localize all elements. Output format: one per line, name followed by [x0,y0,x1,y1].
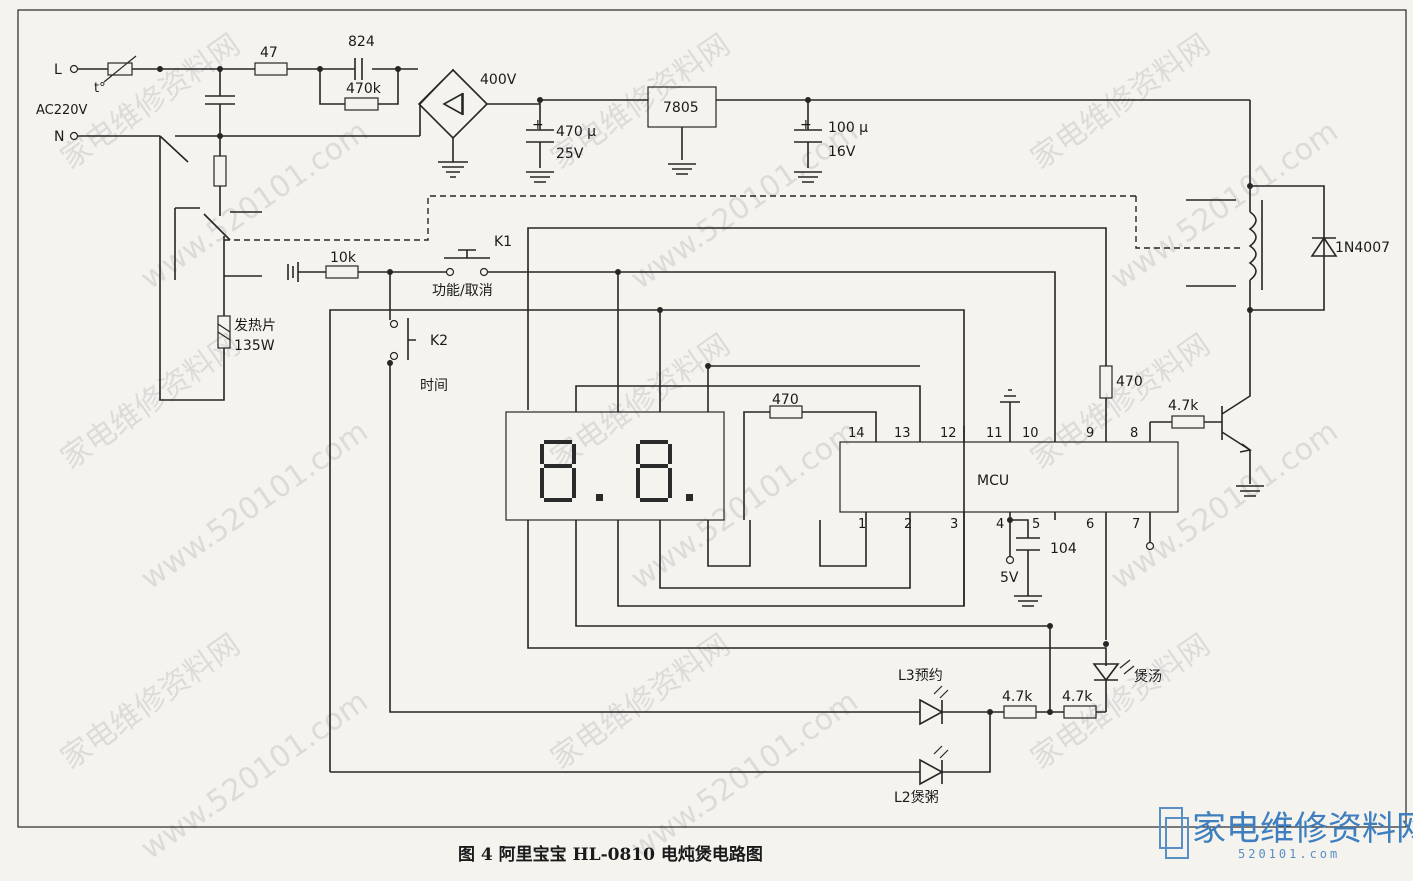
svg-text:www.520101.com: www.520101.com [1105,114,1345,297]
transistor [1221,385,1264,497]
svg-text:L3预约: L3预约 [898,668,943,684]
svg-text:家电维修资料网: 家电维修资料网 [1025,627,1217,776]
svg-text:47: 47 [260,45,278,61]
svg-text:发热片: 发热片 [234,318,276,334]
svg-text:家电维修资料网: 家电维修资料网 [1192,809,1413,849]
svg-text:www.520101.com: www.520101.com [135,414,375,597]
svg-text:www.520101.com: www.520101.com [135,684,375,867]
seven-segment-display [505,411,725,521]
svg-text:10k: 10k [330,250,357,266]
svg-text:4.7k: 4.7k [1062,689,1093,705]
resistor-4.7k-b [1063,705,1097,719]
svg-text:www.520101.com: www.520101.com [1105,414,1345,597]
svg-text:9: 9 [1086,426,1094,441]
svg-text:K2: K2 [430,333,448,349]
svg-text:10: 10 [1022,426,1039,441]
resistor-470-right [1099,365,1113,399]
svg-text:1: 1 [858,517,866,532]
svg-text:100 μ: 100 μ [828,120,868,136]
svg-text:12: 12 [940,426,957,441]
svg-text:16V: 16V [828,144,856,160]
svg-text:3: 3 [950,517,958,532]
mcu-chip: MCU 14 13 12 11 10 9 8 1 2 3 4 5 6 7 [839,402,1179,640]
svg-text:t°: t° [94,81,106,96]
svg-text:K1: K1 [494,234,512,250]
relay: 1N4007 [1186,100,1390,385]
svg-text:6: 6 [1086,517,1094,532]
svg-text:时间: 时间 [420,378,448,394]
svg-text:520101.com: 520101.com [1238,847,1340,861]
svg-text:5V: 5V [1000,570,1019,586]
svg-text:+: + [800,117,812,133]
svg-text:家电维修资料网: 家电维修资料网 [55,627,247,776]
svg-text:L2煲粥: L2煲粥 [894,789,939,806]
led-l3: L3预约 [898,668,990,726]
svg-text:4: 4 [996,517,1004,532]
svg-text:5: 5 [1032,517,1040,532]
resistor-470k [344,97,379,111]
svg-text:470 μ: 470 μ [556,124,596,140]
svg-text:L: L [54,62,62,78]
svg-text:家电维修资料网: 家电维修资料网 [55,27,247,176]
svg-text:7: 7 [1132,517,1140,532]
svg-text:+: + [532,117,544,133]
svg-text:家电维修资料网: 家电维修资料网 [545,627,737,776]
svg-text:11: 11 [986,426,1003,441]
svg-text:4.7k: 4.7k [1168,398,1199,414]
resistor-4.7k-a [1003,705,1037,719]
svg-text:2: 2 [904,517,912,532]
svg-text:7805: 7805 [663,100,699,116]
svg-text:135W: 135W [234,338,275,354]
svg-text:www.520101.com: www.520101.com [135,114,375,297]
led-soup: 煲汤 [1092,659,1162,712]
svg-text:AC220V: AC220V [36,103,88,118]
caption: 图 4 阿里宝宝 HL-0810 电炖煲电路图 [458,844,763,865]
svg-text:www.520101.com: www.520101.com [625,114,865,297]
bridge-rectifier: 400V [417,68,540,178]
svg-text:N: N [54,129,64,145]
resistor-47 [254,62,288,76]
svg-text:1N4007: 1N4007 [1335,240,1390,256]
svg-text:824: 824 [348,34,375,50]
svg-text:470k: 470k [346,81,382,97]
resistor-470-mid [769,405,803,419]
svg-text:4.7k: 4.7k [1002,689,1033,705]
mains-input: L N AC220V t° [36,62,106,145]
svg-text:14: 14 [848,426,865,441]
site-logo: 家电维修资料网 520101.com [1159,807,1413,861]
svg-text:家电维修资料网: 家电维修资料网 [55,327,247,476]
svg-text:煲汤: 煲汤 [1134,668,1162,685]
watermarks: 家电维修资料网 家电维修资料网 家电维修资料网 家电维修资料网 家电维修资料网 … [55,27,1345,866]
svg-text:功能/取消: 功能/取消 [432,283,493,299]
svg-text:470: 470 [1116,374,1143,390]
svg-text:25V: 25V [556,146,584,162]
svg-text:104: 104 [1050,541,1077,557]
led-l2: L2煲粥 [330,712,991,806]
thermal-fuse [107,62,133,76]
svg-text:400V: 400V [480,72,517,88]
svg-text:470: 470 [772,392,799,408]
svg-text:13: 13 [894,426,911,441]
svg-text:MCU: MCU [977,473,1009,489]
frame [17,9,1407,828]
svg-text:8: 8 [1130,426,1138,441]
resistor-4.7k-base [1171,415,1205,429]
resistor-10k [325,265,359,279]
svg-text:家电维修资料网: 家电维修资料网 [1025,27,1217,176]
